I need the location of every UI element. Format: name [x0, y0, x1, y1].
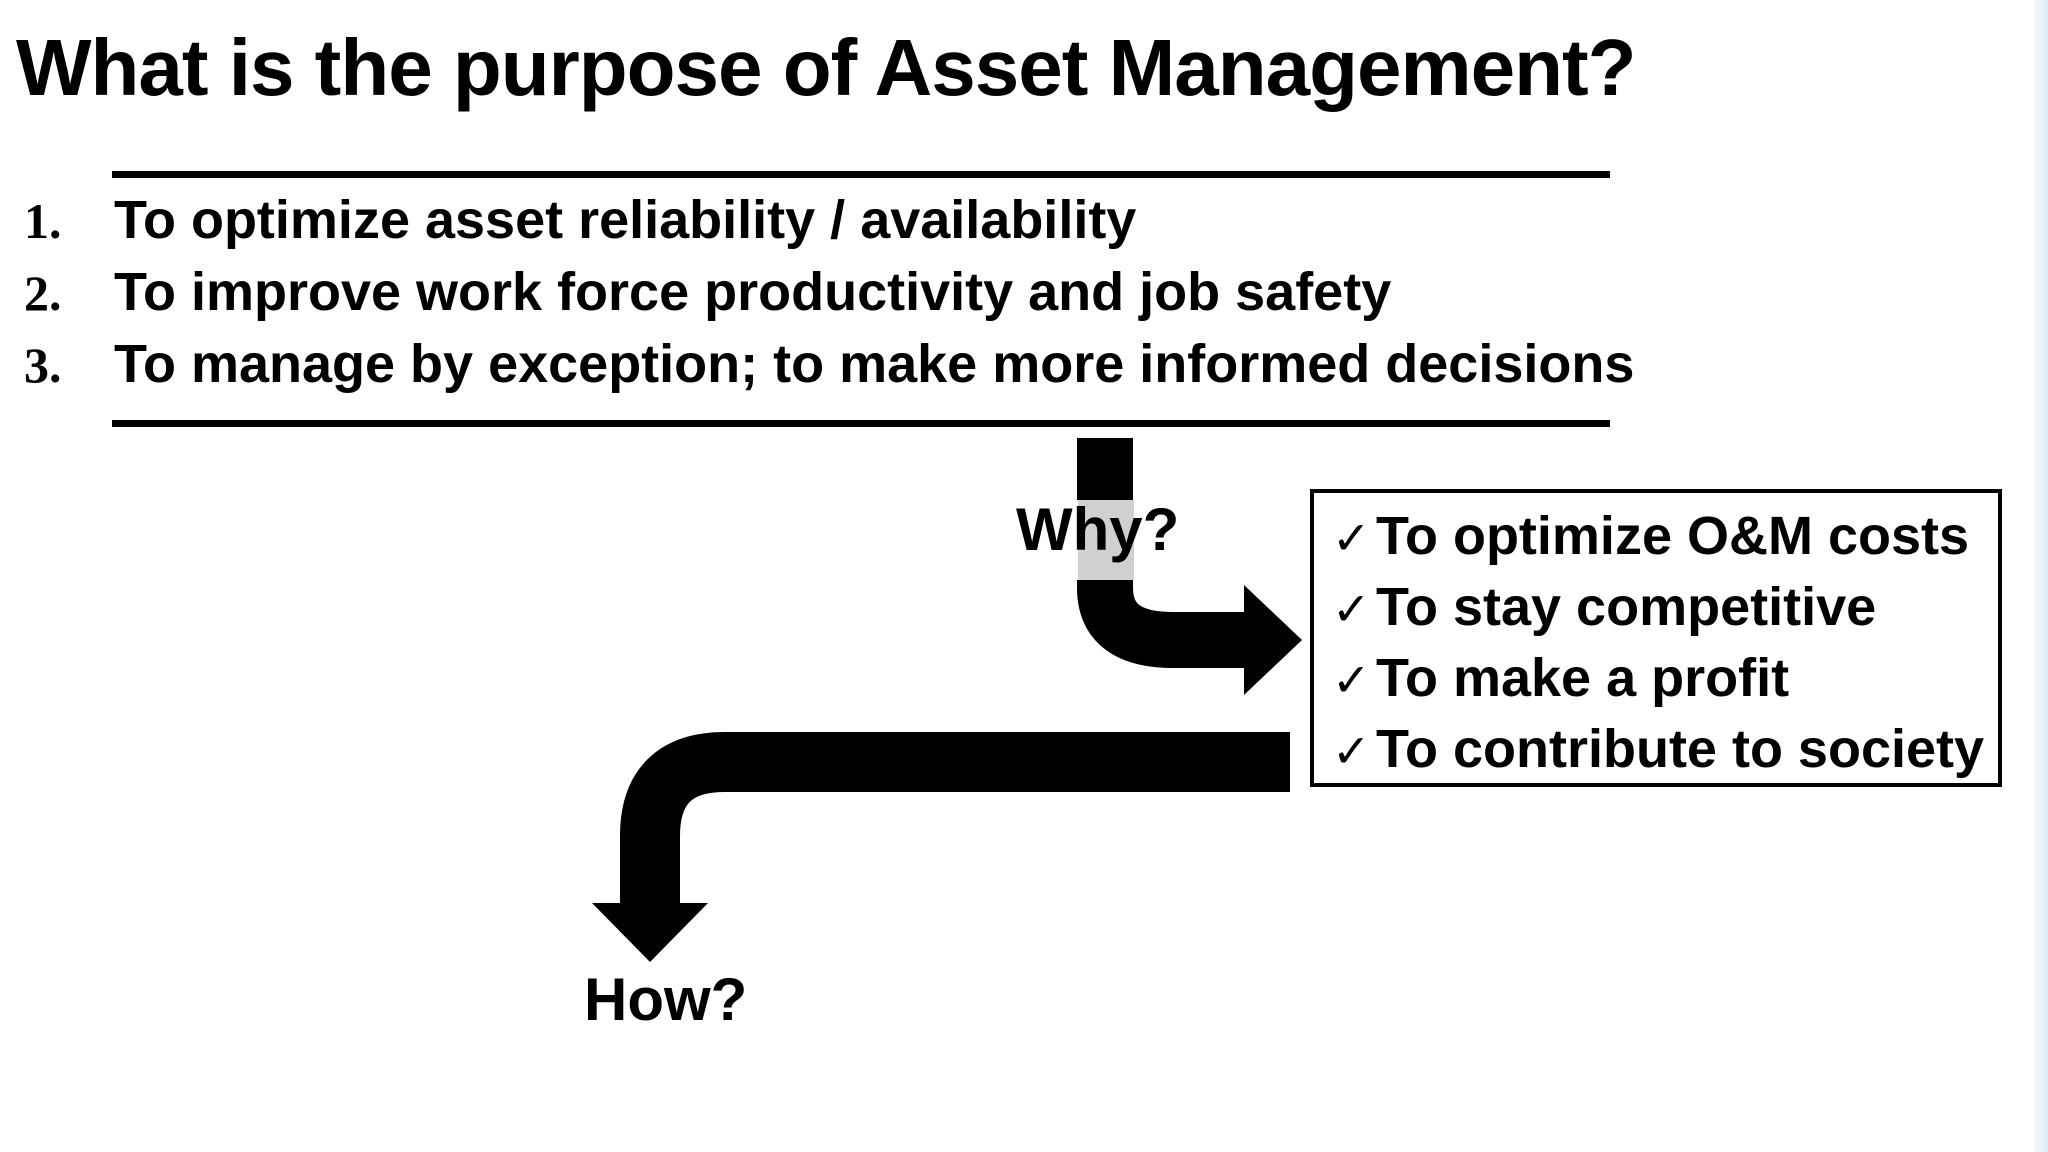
reason-text: To optimize O&M costs — [1376, 506, 1970, 566]
goal-number: 3. — [24, 337, 62, 393]
why-label: Why? — [1016, 496, 1180, 563]
reason-text: To stay competitive — [1376, 577, 1877, 637]
check-icon: ✓ — [1332, 653, 1371, 707]
why-label-highlight — [1078, 500, 1134, 580]
slide-edge-strip — [2034, 0, 2048, 1152]
bottom-divider — [112, 420, 1610, 427]
goal-item: 1. To optimize asset reliability / availa… — [24, 184, 1634, 256]
how-bent-arrow-icon — [592, 732, 1290, 962]
goal-item: 2. To improve work force productivity and… — [24, 256, 1634, 328]
reason-item: ✓To stay competitive — [1332, 572, 1998, 643]
goal-text: To manage by exception; to make more inf… — [114, 334, 1635, 394]
goals-list: 1. To optimize asset reliability / availa… — [24, 184, 1634, 400]
reason-text: To contribute to society — [1376, 719, 1985, 779]
goal-number: 2. — [24, 265, 62, 321]
goal-number: 1. — [24, 193, 62, 249]
how-label: How? — [584, 966, 748, 1033]
reason-text: To make a profit — [1376, 648, 1790, 708]
check-icon: ✓ — [1332, 582, 1371, 636]
goal-text: To improve work force productivity and j… — [114, 262, 1392, 322]
why-reasons-box: ✓To optimize O&M costs ✓To stay competit… — [1310, 489, 2002, 787]
slide-title: What is the purpose of Asset Management? — [16, 23, 1636, 112]
top-divider — [112, 171, 1610, 178]
check-icon: ✓ — [1332, 724, 1371, 778]
why-bent-arrow-icon — [1077, 438, 1302, 695]
reason-item: ✓To contribute to society — [1332, 714, 1998, 785]
check-icon: ✓ — [1332, 511, 1371, 565]
reason-item: ✓To optimize O&M costs — [1332, 501, 1998, 572]
reason-item: ✓To make a profit — [1332, 643, 1998, 714]
goal-item: 3. To manage by exception; to make more i… — [24, 328, 1634, 400]
goal-text: To optimize asset reliability / availabi… — [114, 190, 1137, 250]
